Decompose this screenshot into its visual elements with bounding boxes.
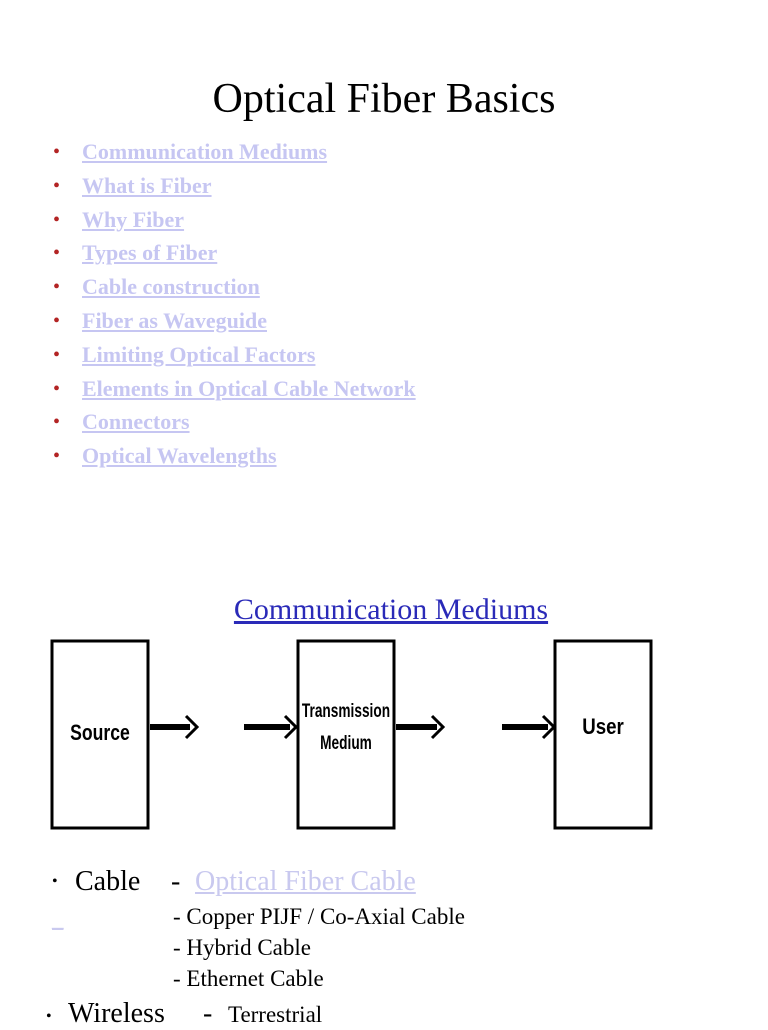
medium-box <box>296 639 396 830</box>
block-diagram: Source Transmission Medium User <box>50 639 653 830</box>
topic-link-what-is-fiber[interactable]: What is Fiber <box>82 172 212 198</box>
arrow-medium-out <box>396 714 446 740</box>
topic-link-optical-wavelengths[interactable]: Optical Wavelengths <box>82 443 277 469</box>
source-block: Source <box>50 639 150 830</box>
bullet-icon: • <box>53 377 61 400</box>
bullet-icon: • <box>53 343 61 366</box>
optical-fiber-cable-link[interactable]: Optical Fiber Cable <box>195 866 416 897</box>
topic-link-connectors[interactable]: Connectors <box>82 409 190 435</box>
cable-item-ethernet: - Ethernet Cable <box>173 966 324 991</box>
cable-item-hybrid: - Hybrid Cable <box>173 935 311 960</box>
bullet-icon: • <box>53 141 61 163</box>
topic-link-elements-network[interactable]: Elements in Optical Cable Network <box>82 375 416 401</box>
list-item: • Elements in Optical Cable Network <box>53 376 416 410</box>
arrow-source-out <box>150 714 200 740</box>
arrow-user-in <box>502 714 557 740</box>
list-item: • Types of Fiber <box>53 240 416 274</box>
bullet-icon: • <box>46 1008 52 1025</box>
user-box <box>553 639 653 830</box>
source-label: Source <box>70 721 130 745</box>
bullet-icon: • <box>53 309 61 332</box>
topics-list: • Communication Mediums • What is Fiber • W… <box>53 139 416 477</box>
user-label: User <box>582 715 624 739</box>
section-title-link[interactable]: Communication Mediums <box>233 593 549 626</box>
topic-link-fiber-as-waveguide[interactable]: Fiber as Waveguide <box>82 307 267 333</box>
dash-separator: - <box>171 866 181 897</box>
cable-item-copper: - Copper PIJF / Co-Axial Cable <box>173 904 465 929</box>
list-item: • Optical Wavelengths <box>53 443 416 477</box>
user-block: User <box>553 639 653 830</box>
list-item: • Fiber as Waveguide <box>53 308 416 342</box>
topic-link-limiting-optical-factors[interactable]: Limiting Optical Factors <box>82 341 316 367</box>
bullet-icon: • <box>53 411 61 434</box>
topic-link-why-fiber[interactable]: Why Fiber <box>82 206 185 232</box>
medium-label-line1: Transmission <box>302 700 390 722</box>
medium-block: Transmission Medium <box>296 639 396 830</box>
cable-label: Cable <box>75 866 141 897</box>
source-box <box>50 639 150 830</box>
topic-link-types-of-fiber[interactable]: Types of Fiber <box>82 240 218 266</box>
list-item: • Cable construction <box>53 274 416 308</box>
bullet-icon: • <box>52 873 58 890</box>
bullet-icon: • <box>53 276 61 299</box>
medium-label-line2: Medium <box>320 732 372 754</box>
stray-link[interactable]: _ <box>52 906 64 931</box>
bullet-icon: • <box>53 445 61 468</box>
arrow-medium-in <box>244 714 299 740</box>
list-item: • What is Fiber <box>53 173 416 207</box>
topic-link-communication-mediums[interactable]: Communication Mediums <box>82 139 328 164</box>
bullet-icon: • <box>53 174 61 197</box>
dash-separator: - <box>203 998 213 1029</box>
list-item: • Connectors <box>53 409 416 443</box>
topic-link-cable-construction[interactable]: Cable construction <box>82 274 260 300</box>
list-item: • Why Fiber <box>53 207 416 241</box>
wireless-item-terrestrial: Terrestrial <box>228 1002 323 1027</box>
wireless-label: Wireless <box>68 998 165 1029</box>
slide-title: Optical Fiber Basics <box>212 76 556 122</box>
list-item: • Communication Mediums <box>53 139 416 173</box>
list-item: • Limiting Optical Factors <box>53 342 416 376</box>
section-title: Communication Mediums <box>0 592 768 628</box>
bullet-icon: • <box>53 242 61 265</box>
bullet-icon: • <box>53 208 61 231</box>
